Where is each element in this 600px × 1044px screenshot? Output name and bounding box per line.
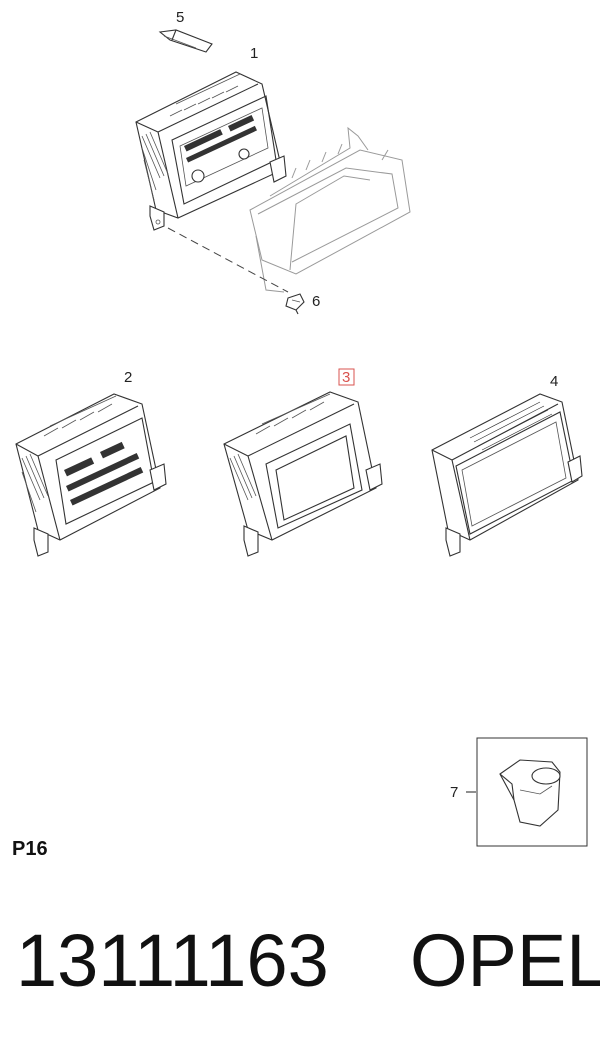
mounting-bracket [249, 126, 411, 293]
part-7-inset [476, 737, 588, 847]
callout-4: 4 [550, 373, 558, 390]
callout-6: 6 [312, 293, 320, 310]
sheet-label: P16 [12, 838, 48, 860]
callout-3-box [338, 368, 355, 386]
callout-2: 2 [124, 369, 132, 386]
callout-7: 7 [450, 784, 458, 801]
brand-name: OPEL [410, 919, 600, 1002]
part-4-display-unit [431, 393, 583, 557]
callout-5: 5 [176, 9, 184, 26]
assembly-leader-line [167, 227, 289, 293]
part-number: 13111163 [16, 919, 329, 1002]
callout-3: 3 [342, 369, 350, 386]
part-5-clip [158, 29, 213, 53]
part-6-screw [285, 293, 305, 315]
part-1-display-unit [135, 71, 287, 231]
callout-1: 1 [250, 45, 258, 62]
part-3-display-unit [223, 391, 383, 557]
part-2-display-unit [15, 393, 167, 557]
